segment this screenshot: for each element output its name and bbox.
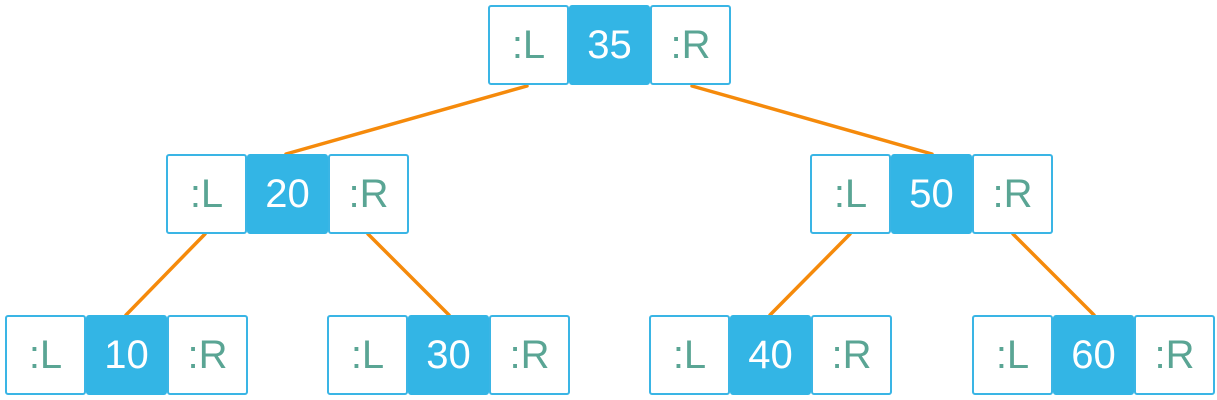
node-key-cell: 10 bbox=[86, 315, 167, 395]
right-pointer-cell: :R bbox=[972, 154, 1053, 234]
left-pointer-cell: :L bbox=[5, 315, 86, 395]
edge-35-left-to-20 bbox=[284, 84, 529, 156]
node-key-cell: 20 bbox=[247, 154, 328, 234]
node-key-cell: 60 bbox=[1053, 315, 1134, 395]
node-key-cell: 30 bbox=[408, 315, 489, 395]
node-key-cell: 50 bbox=[891, 154, 972, 234]
left-pointer-cell: :L bbox=[488, 5, 569, 85]
edge-20-right-to-30 bbox=[366, 232, 451, 317]
edge-50-left-to-40 bbox=[768, 232, 852, 317]
left-pointer-cell: :L bbox=[166, 154, 247, 234]
tree-node-40: :L 40 :R bbox=[649, 315, 892, 395]
right-pointer-cell: :R bbox=[811, 315, 892, 395]
tree-node-35: :L 35 :R bbox=[488, 5, 731, 85]
left-pointer-cell: :L bbox=[972, 315, 1053, 395]
node-key-cell: 40 bbox=[730, 315, 811, 395]
left-pointer-cell: :L bbox=[649, 315, 730, 395]
left-pointer-cell: :L bbox=[810, 154, 891, 234]
right-pointer-cell: :R bbox=[489, 315, 570, 395]
right-pointer-cell: :R bbox=[650, 5, 731, 85]
edge-35-right-to-50 bbox=[690, 84, 934, 156]
edge-20-left-to-10 bbox=[124, 232, 207, 317]
right-pointer-cell: :R bbox=[328, 154, 409, 234]
edge-50-right-to-60 bbox=[1011, 232, 1096, 317]
node-key-cell: 35 bbox=[569, 5, 650, 85]
right-pointer-cell: :R bbox=[167, 315, 248, 395]
tree-node-20: :L 20 :R bbox=[166, 154, 409, 234]
tree-node-50: :L 50 :R bbox=[810, 154, 1053, 234]
tree-node-60: :L 60 :R bbox=[972, 315, 1215, 395]
tree-node-30: :L 30 :R bbox=[327, 315, 570, 395]
right-pointer-cell: :R bbox=[1134, 315, 1215, 395]
left-pointer-cell: :L bbox=[327, 315, 408, 395]
tree-node-10: :L 10 :R bbox=[5, 315, 248, 395]
